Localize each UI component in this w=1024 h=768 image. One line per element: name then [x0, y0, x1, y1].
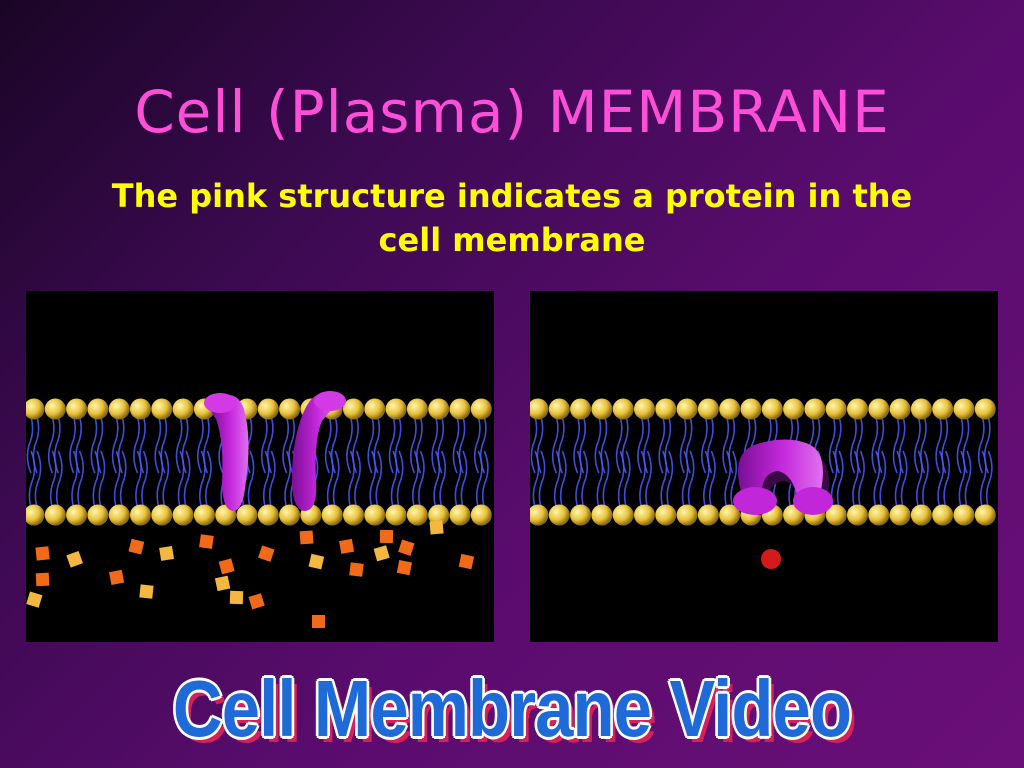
- carrier-protein-icon: [733, 439, 833, 516]
- lipid-bilayer: [530, 398, 996, 526]
- cell-membrane-video-link[interactable]: Cell Membrane Video: [172, 664, 852, 753]
- ion-icon: [761, 549, 781, 569]
- carrier-protein-animation: [530, 291, 998, 642]
- channel-protein-animation: [26, 291, 494, 642]
- membrane-diagram-left: [26, 391, 492, 628]
- particles: [26, 520, 475, 628]
- channel-protein-icon: [204, 391, 346, 511]
- lipid-bilayer: [26, 398, 492, 526]
- slide-subtitle: The pink structure indicates a protein i…: [111, 177, 913, 259]
- slide-title: Cell (Plasma) MEMBRANE: [134, 78, 890, 146]
- membrane-diagram-right: [530, 398, 996, 569]
